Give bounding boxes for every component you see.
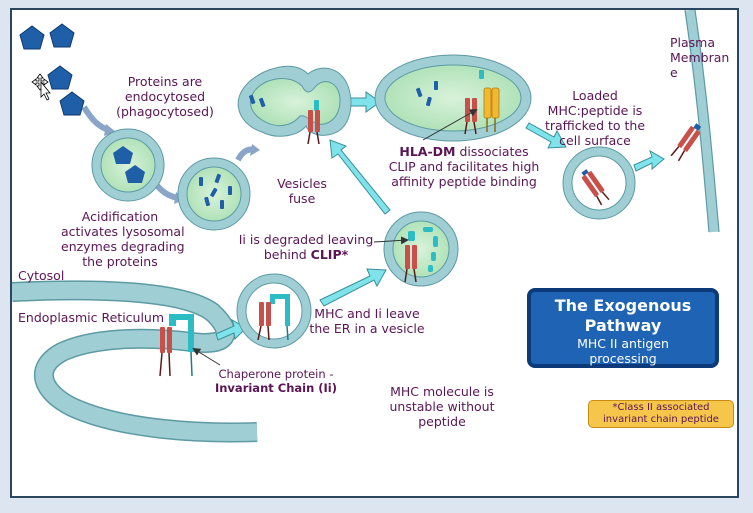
arrow-fusion-to-dm (349, 91, 381, 113)
loaded-mhc-vesicle (562, 146, 636, 220)
arrow-dm-to-loaded (525, 122, 567, 149)
label-chaperone: Chaperone protein -Invariant Chain (Ii) (213, 367, 339, 395)
extracellular-proteins (19, 23, 85, 116)
surface-mhc (670, 123, 702, 162)
hla-dm-vesicle (374, 54, 532, 142)
ii-degraded-text: Ii is degraded leaving behind (238, 232, 374, 262)
label-mhc-ii-leave: MHC and Ii leave the ER in a vesicle (309, 306, 425, 336)
hla-dm-term: HLA-DM (399, 144, 456, 159)
chaperone-text: Chaperone protein - (218, 367, 334, 381)
label-cytosol: Cytosol (18, 268, 65, 283)
lysosome (177, 157, 251, 231)
label-hla-dm: HLA-DM dissociates CLIP and facilitates … (384, 144, 544, 189)
pointer-lines (192, 109, 478, 366)
diagram-subtitle: MHC II antigen processing (577, 336, 669, 366)
label-plasma-membrane: Plasma Membran e (670, 35, 730, 80)
phagosome (91, 128, 165, 202)
slide-frame: Proteins are endocytosed (phagocytosed) … (10, 8, 739, 498)
clip-footnote: *Class II associated invariant chain pep… (588, 400, 734, 428)
endoplasmic-reticulum (12, 280, 258, 443)
title-box: The Exogenous Pathway MHC II antigen pro… (527, 288, 719, 368)
fusing-vesicles (237, 65, 352, 145)
er-exit-vesicle (236, 273, 312, 349)
plasma-membrane (685, 10, 719, 233)
label-endoplasmic-reticulum: Endoplasmic Reticulum (18, 310, 165, 325)
arrow-er-vesicle-to-ii (319, 268, 387, 307)
label-ii-degraded: Ii is degraded leaving behind CLIP* (226, 232, 386, 262)
hla-dm-text: dissociates CLIP and facilitates high af… (388, 144, 540, 189)
arrow-loaded-to-membrane (633, 149, 665, 172)
diagram-canvas (12, 10, 720, 443)
arrow-to-er-vesicle (215, 318, 247, 341)
flow-arrows (215, 91, 665, 341)
ii-degraded-vesicle (383, 211, 459, 287)
clip-term: CLIP* (310, 247, 349, 262)
label-acidification: Acidification activates lysosomal enzyme… (61, 209, 185, 269)
label-endocytosed: Proteins are endocytosed (phagocytosed) (116, 74, 214, 119)
arrow-ii-to-fusion (329, 139, 391, 215)
diagram-title: The Exogenous Pathway (554, 296, 692, 335)
move-cursor-icon (31, 73, 51, 101)
invariant-chain-term: Invariant Chain (Ii) (214, 381, 338, 395)
label-loaded: Loaded MHC:peptide is trafficked to the … (544, 88, 646, 148)
label-unstable: MHC molecule is unstable without peptide (389, 384, 495, 429)
label-vesicles-fuse: Vesicles fuse (277, 176, 327, 206)
arrow-endocytosis (81, 105, 110, 133)
er-mhc-ii-complex (159, 314, 194, 377)
